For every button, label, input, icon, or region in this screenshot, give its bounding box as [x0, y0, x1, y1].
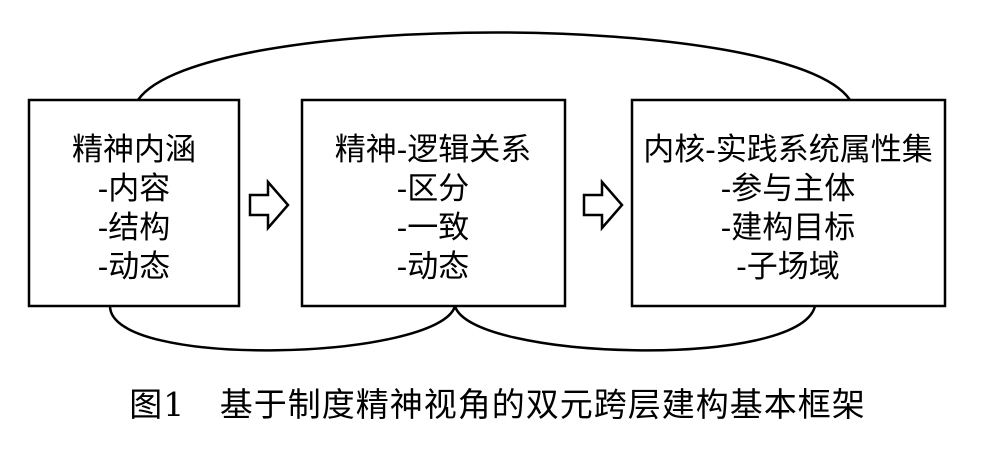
box-item: -动态	[397, 249, 469, 285]
box-frame	[27, 98, 241, 308]
box-title: 内核-实践系统属性集	[643, 132, 932, 168]
box-title: 精神-逻辑关系	[335, 132, 531, 168]
box-frame	[300, 98, 567, 308]
right-arrow-icon	[582, 178, 624, 232]
figure-title: 基于制度精神视角的双元跨层建构基本框架	[219, 385, 866, 424]
figure-caption: 图1 基于制度精神视角的双元跨层建构基本框架	[0, 378, 995, 428]
figure-label: 图1	[129, 385, 186, 424]
box-core-practice-attributes: 内核-实践系统属性集 -参与主体 -建构目标 -子场域	[630, 98, 947, 308]
box-frame	[630, 98, 947, 308]
box-item: -建构目标	[721, 210, 855, 246]
box-spirit-connotation: 精神内涵 -内容 -结构 -动态	[27, 98, 241, 308]
bottom-connector-arc-left	[108, 305, 457, 352]
box-item: -动态	[98, 249, 170, 285]
box-item: -子场域	[736, 249, 839, 285]
box-item: -结构	[98, 210, 170, 246]
box-item: -参与主体	[721, 171, 855, 207]
box-item: -一致	[397, 210, 469, 246]
box-item: -内容	[98, 171, 170, 207]
bottom-connector-arc-right	[453, 305, 817, 352]
box-title: 精神内涵	[72, 132, 196, 168]
right-arrow-icon	[248, 178, 290, 232]
top-connector-arc	[136, 31, 852, 101]
box-item: -区分	[397, 171, 469, 207]
box-spirit-logic-relation: 精神-逻辑关系 -区分 -一致 -动态	[300, 98, 567, 308]
